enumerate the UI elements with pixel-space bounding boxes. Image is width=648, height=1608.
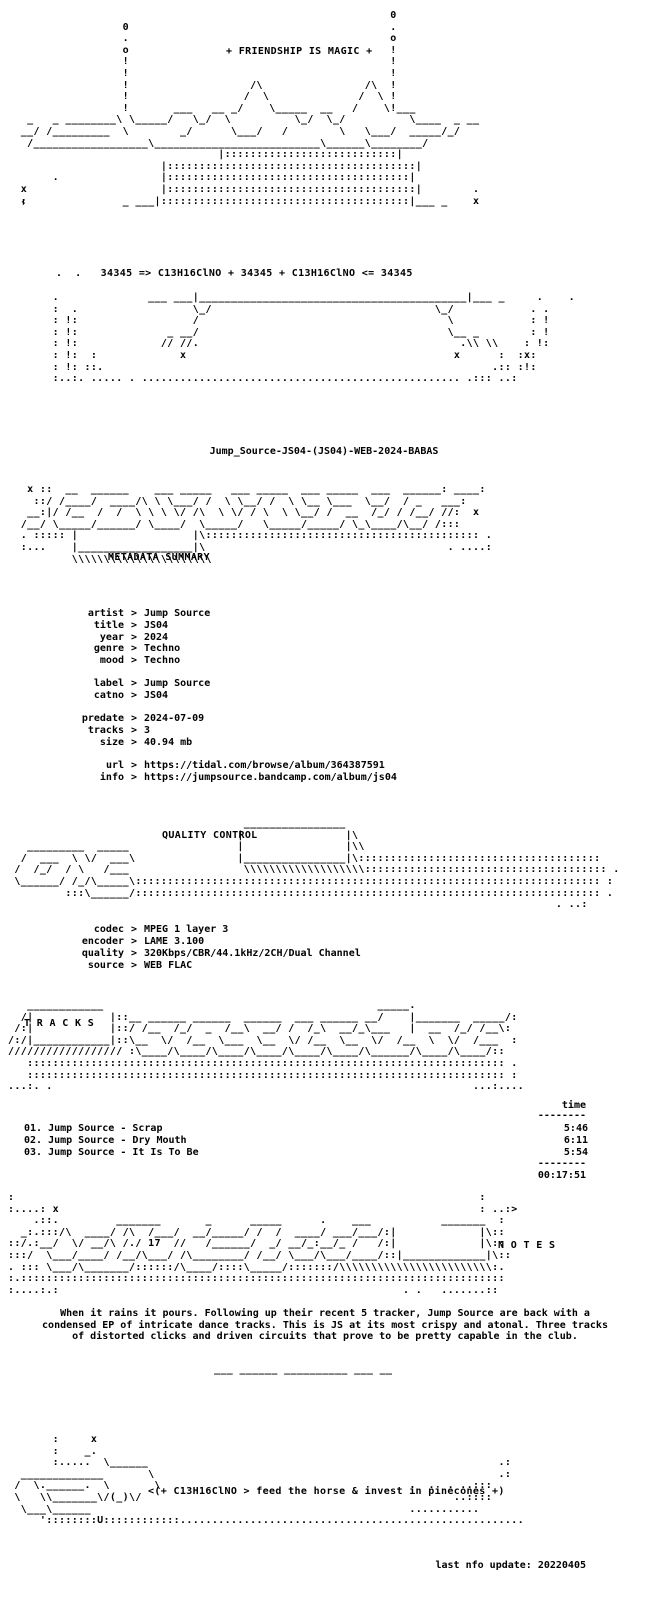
metadata-ascii-banner: x :: __ ______ ___ _____ ___ _____ ___ _… bbox=[20, 484, 493, 565]
meta-row-mood: mood > Techno bbox=[99, 655, 181, 666]
notes-body: When it rains it pours. Following up the… bbox=[42, 1308, 608, 1343]
footer-ascii-art: : x : _. :..... \______ .: _____________… bbox=[14, 1434, 525, 1527]
footer-slogan: <(+ C13H16ClNO > feed the horse & invest… bbox=[148, 1486, 505, 1497]
meta-row-year: year > 2024 bbox=[99, 632, 169, 643]
header-ascii-art: 0 0 . . o o ! bbox=[20, 10, 480, 207]
quality-row-codec: codec > MPEG 1 layer 3 bbox=[93, 924, 229, 935]
tracks-ascii-banner: ____________ _____. /| |::__ ______ ____… bbox=[8, 1000, 525, 1093]
meta-row-label: label > Jump Source bbox=[93, 678, 211, 689]
quality-row-quality: quality > 320Kbps/CBR/44.1kHz/2CH/Dual C… bbox=[81, 948, 361, 959]
quality-title: QUALITY CONTROL bbox=[162, 830, 258, 841]
notes-title: N O T E S bbox=[498, 1240, 556, 1251]
tracks-rule-bottom: -------- bbox=[537, 1158, 586, 1169]
meta-row-title: title > JS04 bbox=[93, 620, 169, 631]
tracks-rule-top: -------- bbox=[537, 1110, 586, 1121]
last-update: last nfo update: 20220405 bbox=[435, 1560, 586, 1571]
quality-ascii-banner: ________________ | |\ _________ _____ | … bbox=[14, 818, 620, 911]
tracks-time-header: time bbox=[561, 1100, 586, 1111]
meta-row-tracks: tracks > 3 bbox=[87, 725, 151, 736]
meta-row-size: size > 40.94 mb bbox=[99, 737, 193, 748]
release-name: Jump_Source-JS04-(JS04)-WEB-2024-BABAS bbox=[209, 446, 439, 457]
notes-ascii-banner: : : :....: x : ..:> .::. _______ _ _____ bbox=[8, 1192, 518, 1296]
metadata-title: METADATA SUMMARY bbox=[108, 552, 210, 563]
quality-row-source: source > WEB FLAC bbox=[87, 960, 193, 971]
url-link[interactable]: https://tidal.com/browse/album/364387591 bbox=[144, 760, 385, 771]
header-formula: . . 34345 => C13H16ClNO + 34345 + C13H16… bbox=[56, 268, 413, 279]
meta-row-url: url > https://tidal.com/browse/album/364… bbox=[105, 760, 385, 771]
tracks-title: T R A C K S bbox=[24, 1018, 95, 1029]
meta-row-artist: artist > Jump Source bbox=[87, 608, 211, 619]
info-link[interactable]: https://jumpsource.bandcamp.com/album/js… bbox=[144, 772, 397, 783]
meta-row-genre: genre > Techno bbox=[93, 643, 181, 654]
notes-divider: ___ ______ __________ ___ __ bbox=[214, 1364, 393, 1375]
tracks-total: 00:17:51 bbox=[537, 1170, 586, 1181]
meta-row-predate: predate > 2024-07-09 bbox=[81, 713, 205, 724]
header-ascii-bridge: . ___ ___|______________________________… bbox=[52, 292, 575, 385]
header-side-glyph: ᅥ bbox=[16, 200, 26, 211]
meta-row-catno: catno > JS04 bbox=[93, 690, 169, 701]
quality-row-encoder: encoder > LAME 3.100 bbox=[81, 936, 205, 947]
meta-row-info: info > https://jumpsource.bandcamp.com/a… bbox=[99, 772, 397, 783]
header-tagline: + FRIENDSHIP IS MAGIC + bbox=[226, 46, 373, 57]
